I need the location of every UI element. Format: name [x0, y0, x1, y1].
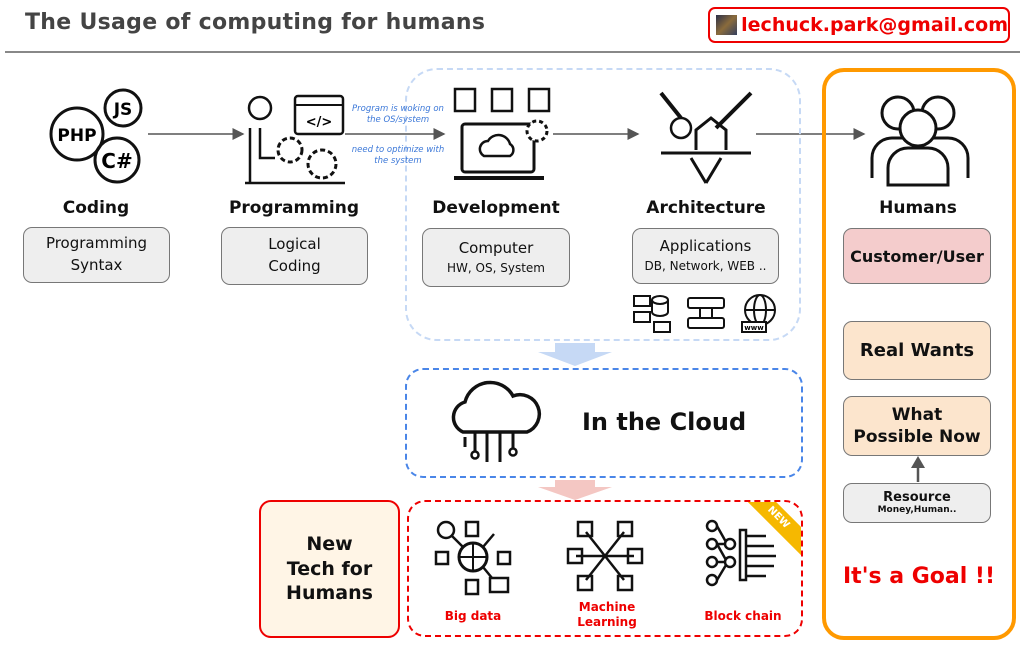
avatar	[716, 15, 738, 35]
coding-box-line1: Programming	[45, 234, 148, 253]
development-box: Computer HW, OS, System	[422, 228, 570, 287]
cloud-network-icon	[451, 380, 541, 462]
machine-learning-label: Machine Learning	[577, 600, 637, 629]
computer-development-icon	[453, 87, 551, 180]
cloud-box	[405, 368, 803, 478]
programming-icon: </>	[245, 94, 345, 185]
humans-label: Humans	[879, 198, 957, 218]
humans-goal-box	[822, 68, 1016, 640]
coding-label: Coding	[62, 198, 130, 218]
machine-learning-icon	[566, 520, 644, 592]
programming-label: Programming	[228, 198, 360, 218]
php-text: PHP	[57, 126, 96, 146]
development-box-line1: Computer	[458, 238, 534, 257]
svg-text:www: www	[744, 324, 764, 332]
coding-box: Programming Syntax	[23, 227, 170, 283]
blockchain-icon	[705, 519, 776, 587]
what-possible-label: What Possible Now	[853, 404, 981, 447]
database-server-icon	[633, 295, 671, 333]
development-architecture-group	[405, 68, 801, 341]
programming-box-line2: Coding	[268, 257, 321, 275]
js-text: JS	[113, 100, 133, 120]
real-wants-box: Real Wants	[843, 321, 991, 380]
real-wants-label: Real Wants	[859, 340, 975, 361]
big-data-icon	[434, 520, 512, 596]
note-os: Program is woking on the OS/system	[352, 104, 444, 126]
web-globe-icon: www	[741, 294, 776, 333]
architecture-icon	[659, 91, 753, 184]
note-optimize: need to optimize with the system	[351, 145, 445, 167]
goal-text: It's a Goal !!	[843, 564, 995, 589]
blockchain-label: Block chain	[704, 609, 782, 623]
email-badge: lechuck.park@gmail.com	[708, 7, 1010, 43]
new-tech-label: New Tech for Humans	[286, 532, 373, 605]
resource-sub-label: Money,Human..	[877, 505, 957, 516]
programming-box: Logical Coding	[221, 227, 368, 285]
what-possible-box: What Possible Now	[843, 396, 991, 456]
coding-languages-icon: JS PHP C#	[49, 88, 143, 184]
customer-user-label: Customer/User	[850, 246, 984, 266]
big-data-label: Big data	[444, 609, 502, 623]
network-switch-icon	[687, 297, 725, 329]
programming-box-line1: Logical	[268, 235, 321, 254]
coding-box-line2: Syntax	[70, 256, 123, 274]
development-label: Development	[432, 198, 560, 218]
svg-text:</>: </>	[306, 115, 333, 130]
page-title: The Usage of computing for humans	[25, 10, 486, 35]
humans-group-icon	[870, 95, 970, 187]
development-box-line2: HW, OS, System	[447, 260, 545, 275]
customer-user-box: Customer/User	[843, 228, 991, 284]
architecture-box-line1: Applications	[659, 237, 752, 256]
new-tech-box: New Tech for Humans	[259, 500, 400, 638]
divider	[5, 51, 1020, 53]
cloud-label: In the Cloud	[582, 408, 747, 436]
resource-box: Resource Money,Human..	[843, 483, 991, 523]
csharp-text: C#	[101, 149, 132, 173]
architecture-box-line2: DB, Network, WEB ..	[644, 259, 767, 274]
email-text: lechuck.park@gmail.com	[741, 14, 1008, 36]
resource-label: Resource	[883, 489, 951, 505]
architecture-label: Architecture	[646, 198, 766, 218]
new-tech-items-box: NEW	[407, 500, 803, 637]
architecture-box: Applications DB, Network, WEB ..	[632, 228, 779, 284]
